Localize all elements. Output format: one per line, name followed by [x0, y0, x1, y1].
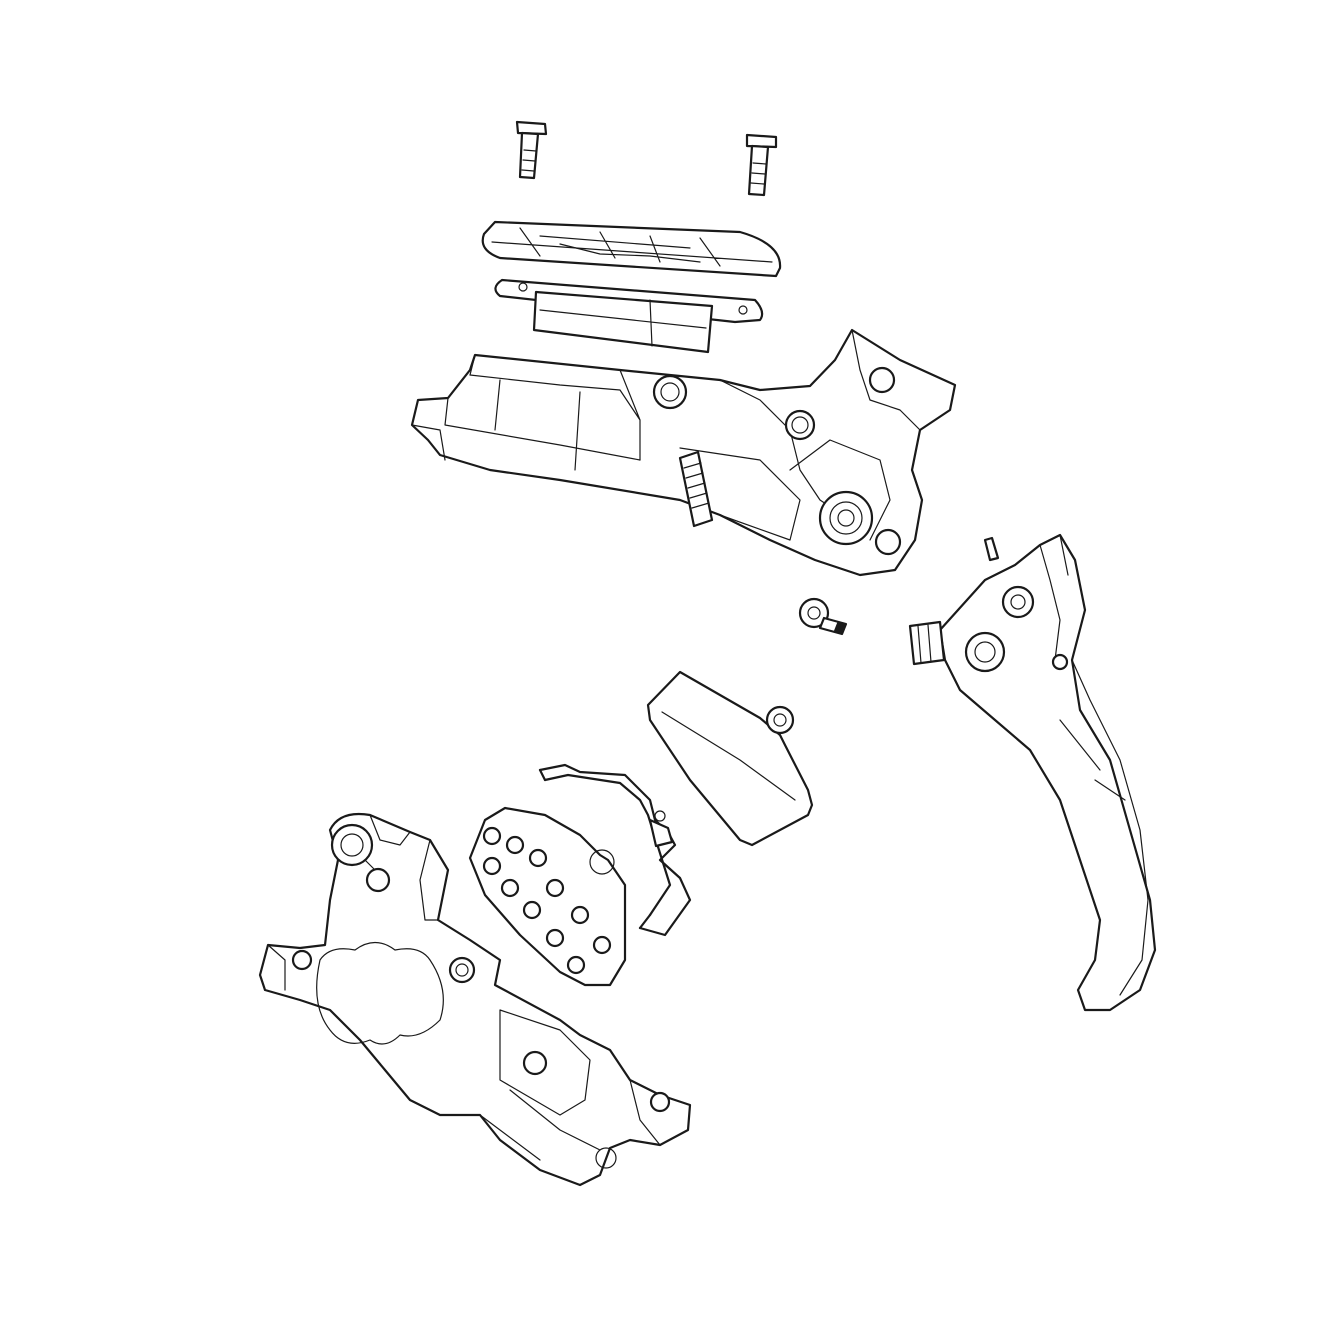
pad-spring-clip	[538, 763, 692, 937]
master-cylinder-body	[410, 328, 957, 577]
brake-pad-outer	[646, 670, 814, 847]
small-screw	[798, 597, 848, 636]
brake-pad-inner	[468, 806, 627, 987]
screw-right	[745, 133, 778, 197]
screw-left	[515, 120, 548, 180]
caliper-body	[258, 812, 692, 1187]
reservoir-diaphragm	[494, 278, 764, 354]
reservoir-cap	[481, 220, 782, 278]
brake-lever-blade	[908, 533, 1157, 1012]
